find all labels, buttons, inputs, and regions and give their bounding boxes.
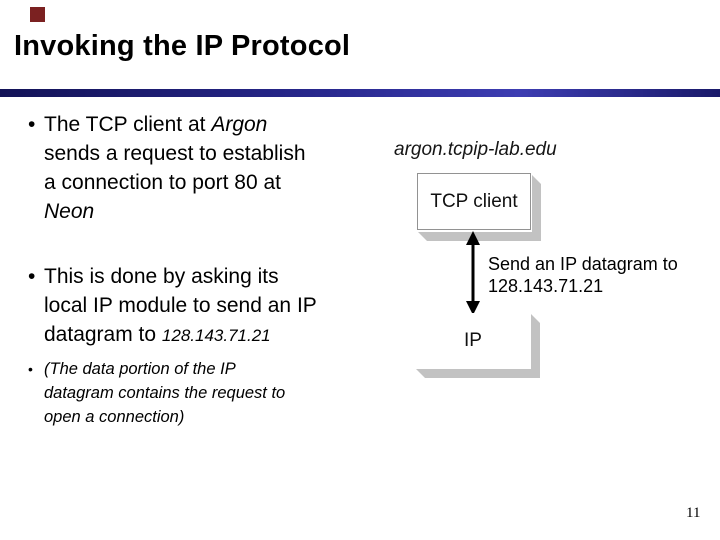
page-title: Invoking the IP Protocol bbox=[14, 30, 351, 62]
arrow-label-line-1: Send an IP datagram to bbox=[488, 254, 678, 274]
ip-address-italic: 128.143.71.21 bbox=[161, 326, 271, 345]
ip-box-label: IP bbox=[464, 329, 482, 351]
tcp-client-box: TCP client bbox=[417, 173, 531, 230]
bullet-line: open a connection) bbox=[44, 408, 185, 426]
bullet-marker: • bbox=[28, 361, 33, 377]
bullet-line: datagram to 128.143.71.21 bbox=[44, 320, 317, 350]
title-divider bbox=[0, 89, 720, 97]
bullet-line-italic: Neon bbox=[44, 200, 95, 223]
bullet-marker: • bbox=[28, 265, 36, 288]
bullet-line-italic: Argon bbox=[211, 113, 268, 136]
page-number: 11 bbox=[686, 505, 701, 521]
bullet-marker: • bbox=[28, 113, 36, 136]
bullet-line-text: The TCP client at bbox=[44, 113, 212, 136]
bullet-line: (The data portion of the IP bbox=[44, 360, 236, 378]
arrow-label: Send an IP datagram to 128.143.71.21 bbox=[488, 253, 678, 297]
accent-square bbox=[30, 7, 45, 22]
bullet-item-2: • This is done by asking its local IP mo… bbox=[28, 262, 317, 350]
bullet-line-text: datagram to bbox=[44, 323, 162, 346]
bullet-line: This is done by asking its bbox=[44, 265, 279, 288]
bullet-line: a connection to port 80 at bbox=[44, 171, 281, 194]
bullet-text: This is done by asking its local IP modu… bbox=[44, 262, 317, 350]
tcp-client-box-label: TCP client bbox=[430, 190, 518, 212]
bullet-item-3: • (The data portion of the IP datagram c… bbox=[28, 357, 285, 429]
bullet-line: sends a request to establish bbox=[44, 142, 306, 165]
arrow-label-line-2: 128.143.71.21 bbox=[488, 276, 604, 296]
bullet-line: The TCP client at Argon bbox=[44, 110, 306, 139]
host-name-label: argon.tcpip-lab.edu bbox=[394, 139, 557, 160]
bullet-text: (The data portion of the IP datagram con… bbox=[44, 357, 285, 429]
bullet-item-1: • The TCP client at Argon sends a reques… bbox=[28, 110, 306, 226]
ip-box: IP bbox=[415, 313, 531, 368]
bullet-line: datagram contains the request to bbox=[44, 384, 286, 402]
bullet-text: The TCP client at Argon sends a request … bbox=[44, 110, 306, 226]
double-arrow-icon bbox=[466, 231, 480, 315]
bullet-line: local IP module to send an IP bbox=[44, 294, 317, 317]
